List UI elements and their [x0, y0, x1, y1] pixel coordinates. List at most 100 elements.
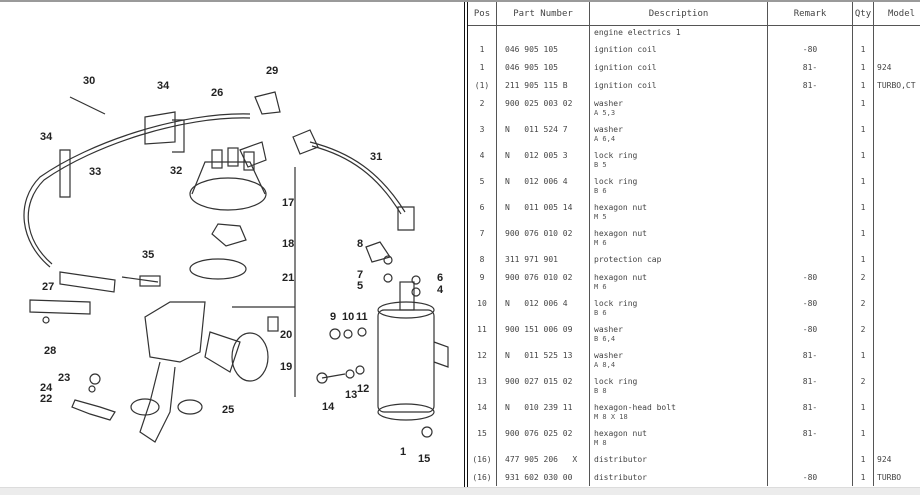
cell-model: [874, 424, 920, 450]
cell-model: [874, 120, 920, 146]
cell-remark: [768, 94, 853, 120]
cell-model: [874, 294, 920, 320]
cell-model: [874, 172, 920, 198]
cell-pos: (1): [468, 76, 497, 94]
cell-description-spec: M 8 X 18: [594, 413, 767, 421]
section-label: engine electrics 1: [594, 26, 767, 38]
header-qty: Qty: [853, 2, 874, 26]
cell-part-number: N 012 005 3: [497, 146, 590, 172]
cell-description-spec: B 6: [594, 187, 767, 195]
callout-18: 18: [282, 238, 294, 250]
callout-11: 11: [356, 311, 368, 323]
callout-8: 8: [357, 238, 363, 250]
cell-qty: 1: [853, 198, 874, 224]
header-remark: Remark: [768, 2, 853, 26]
cell-pos: 2: [468, 94, 497, 120]
cell-pos: 1: [468, 40, 497, 58]
cell-description: ignition coil: [590, 40, 768, 58]
callout-23: 23: [58, 372, 70, 384]
cell-description-spec: B 6,4: [594, 335, 767, 343]
cell-description: distributor: [590, 450, 768, 468]
cell-part-number: 477 905 206 X: [497, 450, 590, 468]
cell-part-number: 900 151 006 09: [497, 320, 590, 346]
callout-28: 28: [44, 345, 56, 357]
callout-34b: 34: [40, 131, 53, 143]
callout-21: 21: [282, 272, 294, 284]
cell-model: 924: [874, 58, 920, 76]
callout-22: 22: [40, 393, 52, 405]
cell-pos: 7: [468, 224, 497, 250]
cell-description-spec: M 6: [594, 283, 767, 291]
cell-pos: 6: [468, 198, 497, 224]
cell-model: 924: [874, 450, 920, 468]
cell-part-number: N 010 239 11: [497, 398, 590, 424]
cell-model: [874, 398, 920, 424]
callout-6: 6: [437, 272, 443, 284]
cell-qty: 1: [853, 172, 874, 198]
callout-29: 29: [266, 65, 278, 77]
cell-pos: 14: [468, 398, 497, 424]
cell-pos: 15: [468, 424, 497, 450]
callout-31: 31: [370, 151, 382, 163]
cell-qty: 1: [853, 424, 874, 450]
cell-description-spec: B 8: [594, 387, 767, 395]
cell-description-spec: M 6: [594, 239, 767, 247]
cell-part-number: 046 905 105: [497, 58, 590, 76]
callout-33: 33: [89, 166, 101, 178]
table-header-row: Pos Part Number Description Remark Qty M…: [468, 2, 920, 26]
cell-description: ignition coil: [590, 76, 768, 94]
cell-qty: 2: [853, 372, 874, 398]
callout-26: 26: [211, 87, 223, 99]
cell-remark: [768, 146, 853, 172]
cell-qty: 2: [853, 320, 874, 346]
cell-pos: 3: [468, 120, 497, 146]
cell-model: [874, 94, 920, 120]
cell-qty: 1: [853, 346, 874, 372]
cell-qty: 1: [853, 58, 874, 76]
callout-35: 35: [142, 249, 154, 261]
callout-14: 14: [322, 401, 335, 413]
cell-part-number: 900 076 010 02: [497, 224, 590, 250]
cell-remark: -80: [768, 40, 853, 58]
cell-pos: (16): [468, 450, 497, 468]
callout-13: 13: [345, 389, 357, 401]
cell-remark: 81-: [768, 76, 853, 94]
cell-description-spec: A 5,3: [594, 109, 767, 117]
callout-12: 12: [357, 383, 369, 395]
cell-description-spec: A 6,4: [594, 135, 767, 143]
diagram-svg: 30 34 26 29 34 33 32 31 17 18 21 8 7 5 6…: [0, 2, 462, 487]
cell-remark: [768, 450, 853, 468]
cell-model: [874, 40, 920, 58]
cell-pos: 8: [468, 250, 497, 268]
cell-qty: 1: [853, 76, 874, 94]
cell-part-number: N 011 524 7: [497, 120, 590, 146]
callout-27: 27: [42, 281, 54, 293]
cell-pos: (16): [468, 468, 497, 486]
parts-table-container: Pos Part Number Description Remark Qty M…: [468, 2, 920, 487]
cell-qty: 2: [853, 294, 874, 320]
cell-description-spec: B 6: [594, 309, 767, 317]
callout-25: 25: [222, 404, 234, 416]
